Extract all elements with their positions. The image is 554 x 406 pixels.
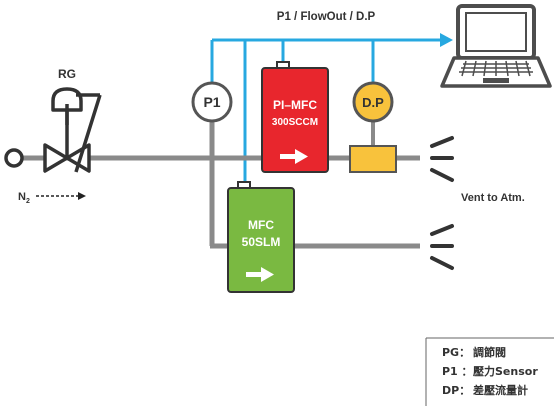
mfc-unit xyxy=(227,187,295,293)
regulator-label: RG xyxy=(58,67,76,81)
legend-value-dp: 差壓流量計 xyxy=(473,383,528,397)
p1-gauge xyxy=(191,81,233,123)
dp-sensor-block xyxy=(349,145,397,173)
mfc-flow-arrow-icon xyxy=(246,267,274,282)
gas-pipes xyxy=(22,122,420,249)
vent-upper-icon xyxy=(430,136,454,182)
signal-label: P1 / FlowOut / D.P xyxy=(277,11,376,23)
legend-key-pg: PG： xyxy=(442,346,470,359)
dp-gauge-label: D.P xyxy=(362,95,384,110)
p1-gauge-label: P1 xyxy=(203,94,220,110)
mfc-name: MFC xyxy=(248,218,274,232)
vent-lower-icon xyxy=(430,224,454,270)
pi-mfc-range: 300SCCM xyxy=(272,117,318,128)
legend: PG： 調節閥 P1 ： 壓力Sensor DP： 差壓流量計 xyxy=(425,337,554,406)
legend-key-p1: P1 ： xyxy=(442,365,473,378)
laptop-icon xyxy=(440,4,552,88)
pi-mfc-name: PI–MFC xyxy=(273,98,317,112)
mfc-range: 50SLM xyxy=(242,235,281,249)
regulator-valve-icon xyxy=(43,87,102,173)
inlet-port-icon xyxy=(4,148,24,168)
legend-value-pg: 調節閥 xyxy=(473,345,506,359)
pi-mfc-flow-arrow-icon xyxy=(280,149,308,164)
signal-arrowhead xyxy=(440,33,453,47)
vent-label: Vent to Atm. xyxy=(461,192,525,204)
legend-key-dp: DP： xyxy=(442,384,470,397)
signal-lines xyxy=(210,38,440,182)
legend-value-p1: 壓力Sensor xyxy=(473,364,538,378)
pi-mfc-unit xyxy=(261,67,329,173)
gas-label: N2 xyxy=(18,191,30,205)
dp-gauge xyxy=(352,81,394,123)
